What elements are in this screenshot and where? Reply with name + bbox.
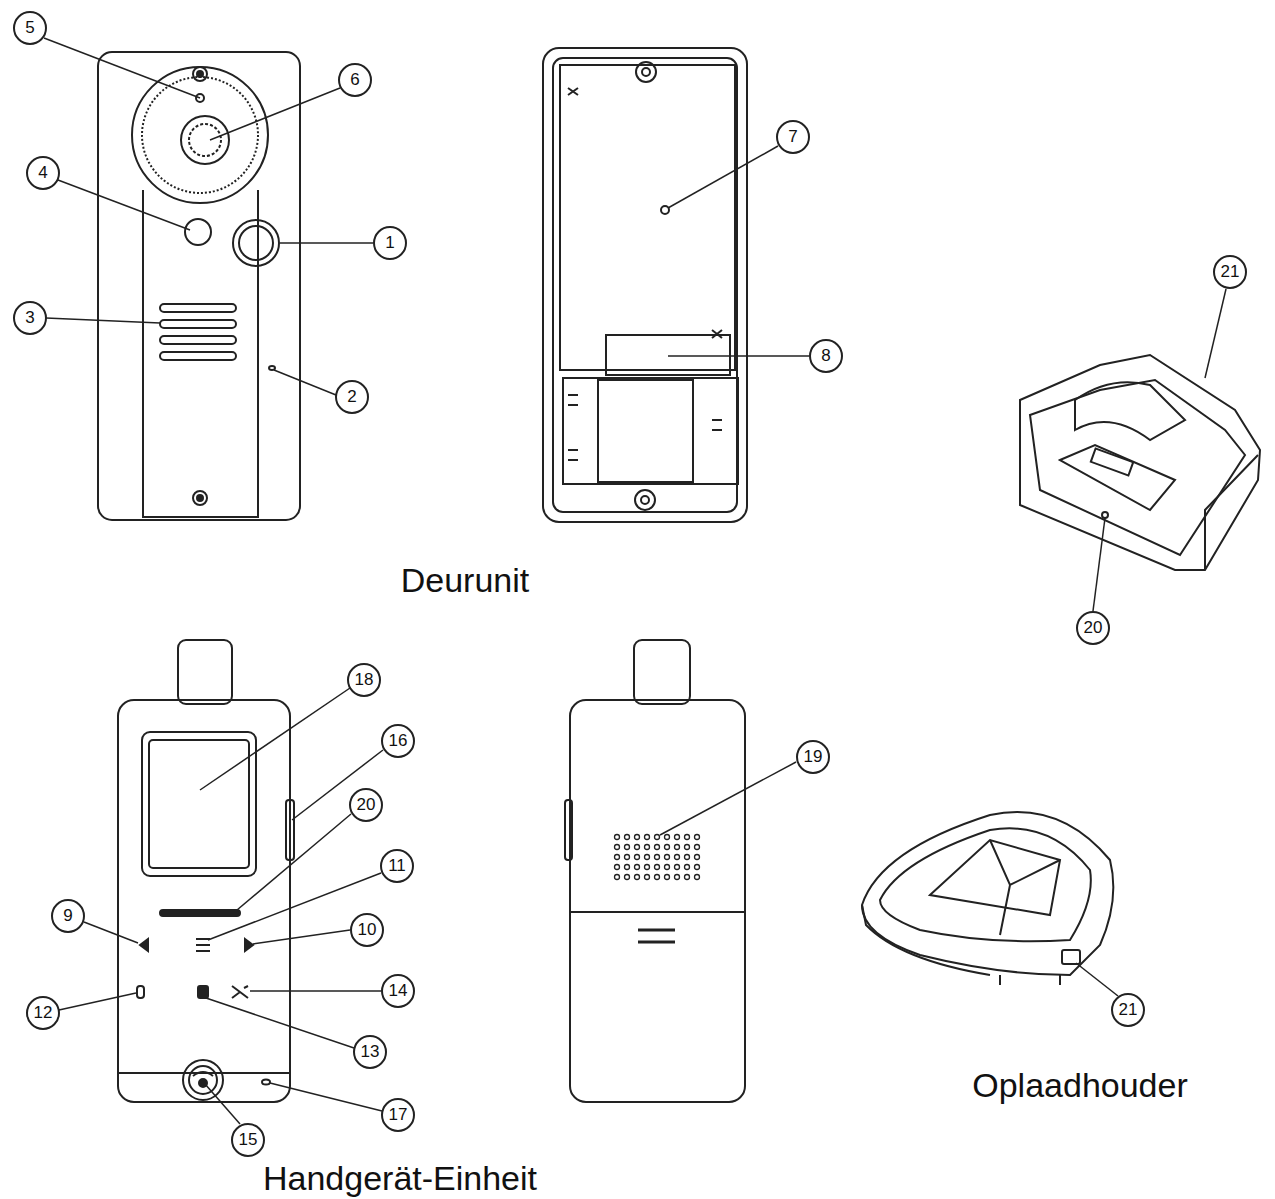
unit-title: Handgerät-Einheit [263,1159,537,1198]
callout-number: 4 [26,156,60,190]
callout-number: 5 [13,11,47,45]
callout-number: 1 [373,226,407,260]
callout-number: 16 [381,724,415,758]
callout-number: 21 [1111,993,1145,1027]
callout-number: 15 [231,1123,265,1157]
callout-number: 2 [335,380,369,414]
door-unit-front [98,52,300,520]
door-unit-back [543,48,747,522]
callout-number: 7 [776,120,810,154]
handset-front [118,640,294,1102]
callout-number: 19 [796,740,830,774]
callout-number: 18 [347,663,381,697]
callout-number: 6 [338,63,372,97]
callout-number: 13 [353,1035,387,1069]
charging-cradle [1020,355,1260,570]
callout-number: 20 [349,788,383,822]
callout-number: 11 [380,849,414,883]
unit-title: Deurunit [401,561,530,600]
leader-lines [44,38,1226,1124]
charging-cradle-bottom [862,812,1113,985]
handset-back [565,640,745,1102]
callout-number: 12 [26,996,60,1030]
callout-number: 8 [809,339,843,373]
unit-title: Oplaadhouder [972,1066,1188,1105]
callout-number: 20 [1076,611,1110,645]
callout-number: 9 [51,899,85,933]
callout-number: 14 [381,974,415,1008]
callout-number: 21 [1213,255,1247,289]
callout-number: 17 [381,1098,415,1132]
callout-number: 3 [13,301,47,335]
callout-number: 10 [350,913,384,947]
